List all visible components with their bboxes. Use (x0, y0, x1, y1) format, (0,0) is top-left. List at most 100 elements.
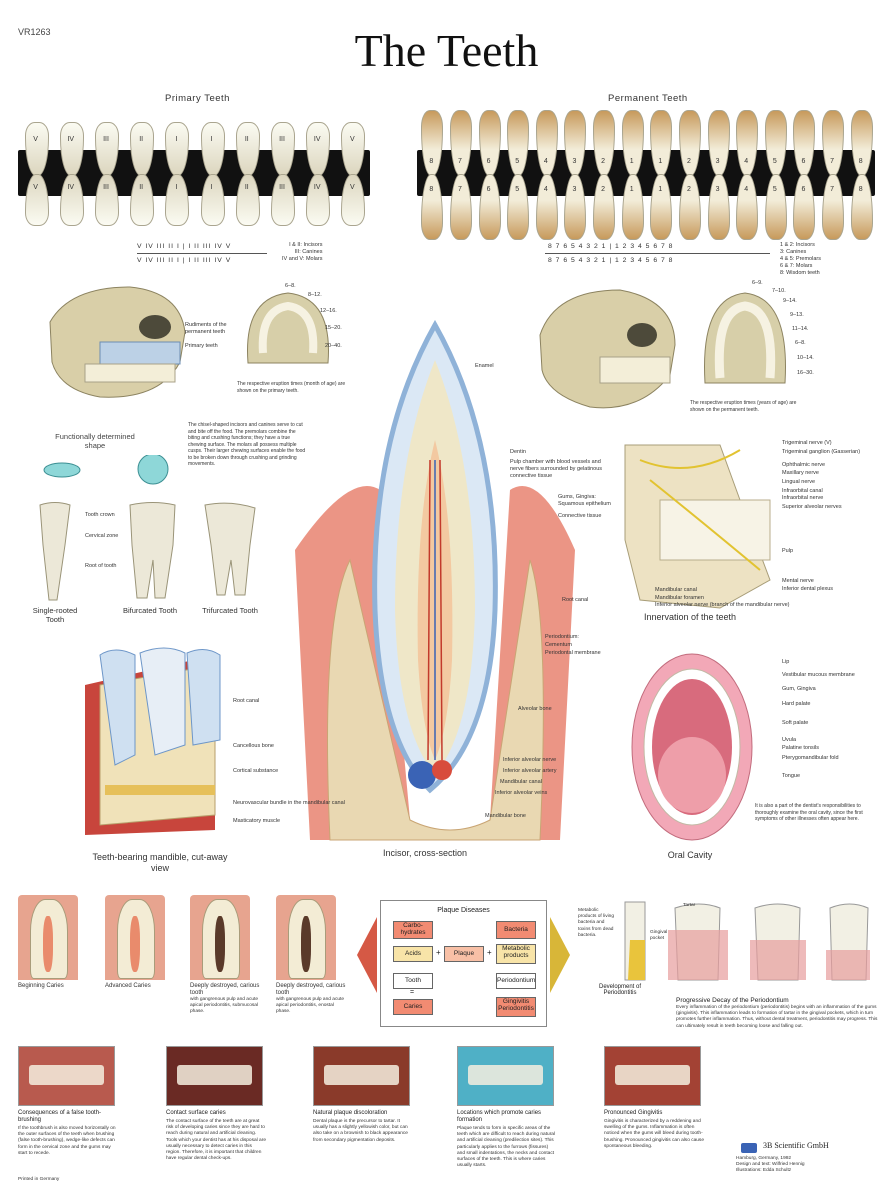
tooth-crown-label: Tooth crown (85, 512, 115, 518)
oral-cavity-label: Tongue (782, 773, 801, 779)
permanent-tooth-number: 6 (801, 158, 806, 165)
primary-upper-tooth (200, 122, 225, 176)
primary-tooth-numeral: II (244, 184, 249, 191)
photo-description: The contact surface of the teeth are at … (166, 1119, 266, 1162)
single-rooted-caption: Single-rooted Tooth (32, 606, 78, 624)
permanent-tooth-number: 7 (830, 186, 835, 193)
permanent-tooth-number: 5 (515, 158, 520, 165)
crown-shapes-illustration (43, 455, 169, 485)
permanent-tooth-number: 3 (572, 186, 577, 193)
tartar-label: Tartar (683, 903, 696, 908)
primary-tooth-numeral: I (175, 184, 178, 191)
oral-cavity-illustration (631, 653, 753, 841)
photo-title: Pronounced Gingivitis (604, 1110, 663, 1116)
permanent-tooth-number: 2 (601, 186, 606, 193)
eruption-label: 6–8. (285, 283, 296, 289)
progressive-decay-title: Progressive Decay of the Periodontium (676, 997, 789, 1004)
permanent-formula-top: 8 7 6 5 4 3 2 1 | 1 2 3 4 5 6 7 8 (548, 243, 674, 250)
oral-caption: Oral Cavity (667, 850, 713, 860)
permanent-tooth-number: 6 (801, 186, 806, 193)
photo-description: Gingivitis is characterized by a reddeni… (604, 1119, 704, 1149)
mandible-cutaway-illustration (85, 647, 221, 835)
clinical-photo (313, 1046, 410, 1106)
eruption-label: 10–14. (797, 355, 814, 361)
permanent-tooth-number: 7 (457, 158, 462, 165)
eruption-label: 6–8. (795, 340, 806, 346)
clinical-photo (18, 1046, 115, 1106)
primary-tooth-numeral: IV (67, 136, 75, 143)
permanent-tooth-number: 1 (658, 186, 663, 193)
tooth-box: Tooth (393, 973, 433, 989)
permanent-tooth-number: 1 (658, 158, 663, 165)
cementum-label: Cementum (545, 642, 572, 648)
primary-tooth-numeral: III (279, 184, 285, 191)
plaque-box: Plaque (444, 946, 484, 962)
permanent-tooth-number: 7 (830, 158, 835, 165)
oral-cavity-label: Soft palate (782, 720, 809, 726)
cervical-zone-label: Cervical zone (85, 533, 119, 539)
functional-text: The chisel-shaped incisors and canines s… (188, 422, 306, 467)
photo-description: Dental plaque is the precursor to tartar… (313, 1119, 408, 1143)
caries-stage-title: Beginning Caries (18, 983, 64, 989)
innervation-label: Trigeminal nerve (V) (782, 440, 832, 446)
page-title: The Teeth (354, 25, 539, 76)
gums-label: Gums, Gingiva: (558, 494, 596, 500)
permanent-tooth-number: 2 (601, 158, 606, 165)
periodontium-label: Periodontium: (545, 634, 579, 640)
oral-cavity-label: Palatine tonsils (782, 745, 819, 751)
plaque-title: Plaque Diseases (437, 907, 490, 914)
innervation-label: Inferior dental plexus (782, 586, 834, 592)
oral-cavity-label: Lip (782, 659, 790, 665)
permanent-tooth-number: 4 (543, 186, 548, 193)
primary-tooth-numeral: IV (67, 184, 75, 191)
eruption-label: 6–9. (752, 280, 763, 286)
functional-shape-label: Functionally determined shape (55, 432, 135, 450)
eruption-label: 11–14. (792, 326, 809, 332)
eruption-label: 9–14. (783, 298, 797, 304)
photo-title: Consequences of a false tooth-brushing (18, 1110, 102, 1123)
eruption-label: 7–10. (772, 288, 786, 294)
primary-eruption-note: The respective eruption times (month of … (237, 381, 346, 394)
permanent-formula-bottom: 8 7 6 5 4 3 2 1 | 1 2 3 4 5 6 7 8 (548, 257, 674, 264)
photo-title: Locations which promote caries formation (457, 1110, 542, 1123)
gingival-pocket-label: Gingival pocket (650, 930, 668, 942)
periodontitis-illustrations (624, 901, 870, 981)
caries-box: Caries (393, 999, 433, 1015)
permanent-palate-illustration (704, 292, 786, 384)
trifurcated-caption: Trifurcated Tooth (202, 606, 258, 615)
caries-stage-title: Advanced Caries (105, 983, 151, 989)
oral-note: It is also a part of the dentist's respo… (755, 803, 863, 822)
primary-tooth-numeral: V (33, 184, 38, 191)
cortical-substance-label: Cortical substance (233, 768, 279, 774)
eruption-label: 15–20. (325, 325, 342, 331)
plus-sign: + (487, 948, 492, 957)
mandibular-canal-label: Mandibular canal (500, 779, 542, 785)
primary-upper-tooth (24, 122, 49, 176)
caries-stage-illustration (18, 895, 78, 980)
oral-cavity-label: Uvula (782, 737, 797, 743)
primary-heading: Primary Teeth (165, 93, 230, 104)
enamel-label: Enamel (475, 363, 494, 369)
alveolar-bone-label: Alveolar bone (518, 706, 552, 712)
permanent-tooth-number: 4 (744, 158, 749, 165)
permanent-tooth-number: 8 (858, 158, 863, 165)
primary-tooth-numeral: V (350, 184, 355, 191)
eruption-label: 8–12. (308, 292, 322, 298)
caries-stage-illustration (105, 895, 165, 980)
publisher-logo (741, 1143, 757, 1153)
innervation-label: Mandibular canal (655, 587, 697, 593)
adult-skull-illustration (539, 289, 676, 409)
oral-cavity-label: Vestibular mucous membrane (782, 672, 855, 678)
innervation-label: Infraorbital canal (782, 488, 823, 494)
primary-tooth-numeral: I (210, 136, 213, 143)
permanent-tooth-number: 8 (858, 186, 863, 193)
innervation-label: Superior alveolar nerves (782, 504, 842, 510)
primary-tooth-numeral: I (175, 136, 178, 143)
permanent-tooth-number: 3 (572, 158, 577, 165)
mandible-caption: Teeth-bearing mandible, cut-away view (92, 852, 228, 873)
innervation-label: Inferior alveolar nerve (branch of the m… (655, 602, 790, 608)
mandibular-bone-label: Mandibular bone (485, 813, 526, 819)
